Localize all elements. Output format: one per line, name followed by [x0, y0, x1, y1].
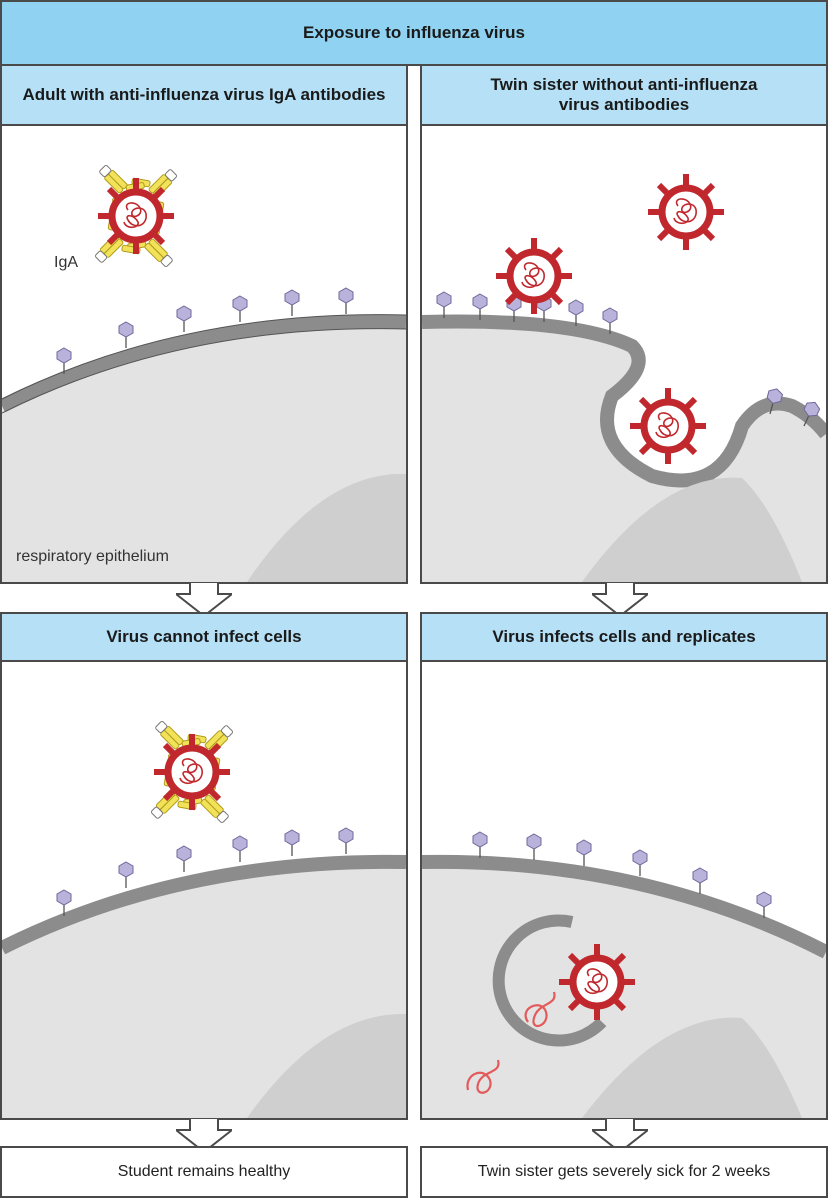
panel-iga-protected: IgA respiratory epithelium [0, 124, 408, 584]
nucleus [582, 477, 802, 582]
iga-label: IgA [54, 254, 79, 271]
cell-membrane [2, 854, 406, 955]
endosome [492, 914, 607, 1047]
down-arrow-icon [176, 582, 232, 616]
panel-virus-blocked [0, 660, 408, 1120]
left-header-text: Adult with anti-influenza virus IgA anti… [22, 85, 386, 104]
nucleus [247, 473, 406, 582]
right-outcome-text: Twin sister gets severely sick for 2 wee… [477, 1163, 771, 1180]
left-result-header-text: Virus cannot infect cells [106, 627, 302, 646]
cell-membrane [422, 854, 826, 959]
iga-bound-virus [81, 151, 192, 282]
blocked-virus-illustration [2, 662, 406, 1118]
diagram-title-text: Exposure to influenza virus [303, 23, 525, 42]
right-outcome: Twin sister gets severely sick for 2 wee… [420, 1146, 828, 1198]
down-arrow-icon [176, 1118, 232, 1152]
virus-replication-illustration [422, 831, 826, 1118]
free-virus-2 [648, 174, 724, 250]
virus-entry-illustration [422, 126, 826, 582]
left-result-header: Virus cannot infect cells [0, 612, 408, 662]
panel-no-antibodies [420, 124, 828, 584]
iga-neutralized-virus [137, 707, 248, 838]
diagram-title: Exposure to influenza virus [0, 0, 828, 66]
cell-membrane-invaginating [422, 314, 826, 488]
iga-binding-illustration [2, 126, 406, 582]
nucleus [247, 1013, 406, 1118]
down-arrow-icon [592, 1118, 648, 1152]
left-outcome-text: Student remains healthy [117, 1163, 291, 1180]
left-outcome: Student remains healthy [0, 1146, 408, 1198]
right-header: Twin sister without anti-influenza virus… [420, 64, 828, 126]
endosomal-virus [559, 944, 635, 1020]
viral-rna-nucleus [466, 1059, 500, 1094]
cell-membrane [2, 314, 406, 413]
free-virus-1 [496, 238, 572, 314]
down-arrow-icon [592, 582, 648, 616]
viral-rna [524, 991, 556, 1028]
panel-virus-replicating [420, 660, 828, 1120]
right-result-header-text: Virus infects cells and replicates [492, 627, 756, 646]
right-header-line2: virus antibodies [558, 95, 690, 114]
left-header: Adult with anti-influenza virus IgA anti… [0, 64, 408, 126]
nucleus [582, 1017, 802, 1118]
bound-virus-entering [630, 388, 706, 464]
epithelium-label: respiratory epithelium [16, 548, 169, 565]
right-header-line1: Twin sister without anti-influenza [490, 75, 758, 94]
right-result-header: Virus infects cells and replicates [420, 612, 828, 662]
